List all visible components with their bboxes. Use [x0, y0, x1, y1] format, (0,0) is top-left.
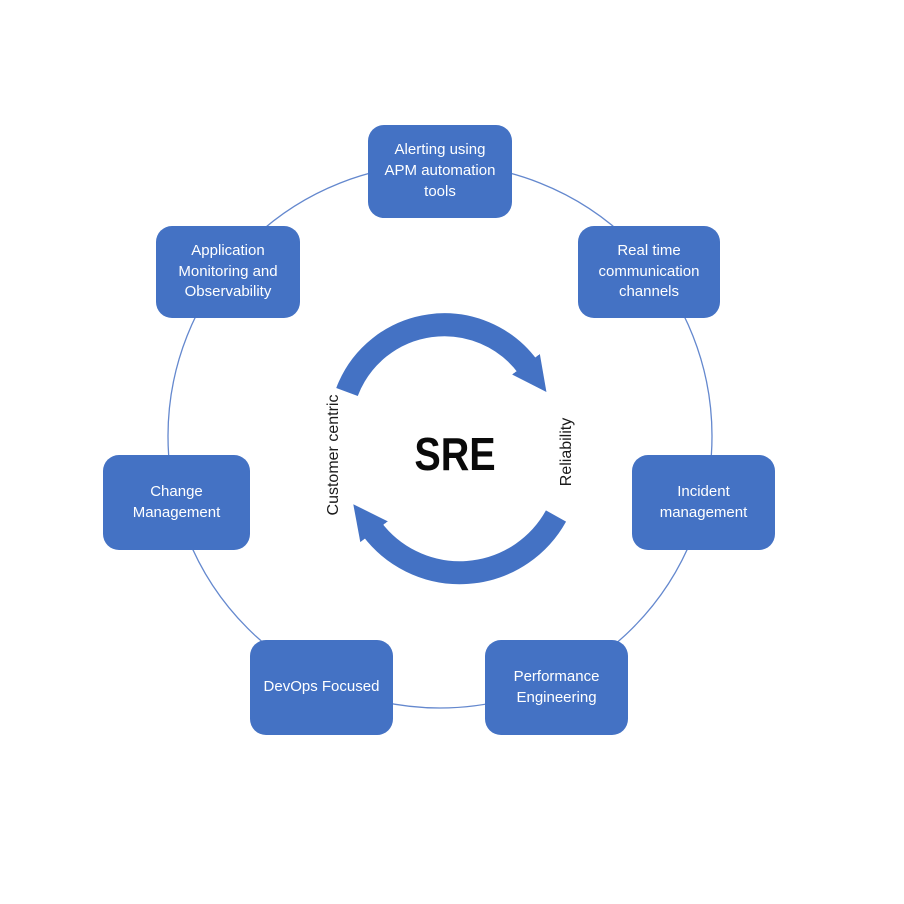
node-change-management: Change Management: [103, 455, 250, 550]
center-title-sre: SRE: [414, 428, 496, 480]
node-performance-engineering: Performance Engineering: [485, 640, 628, 735]
node-devops-focused: DevOps Focused: [250, 640, 393, 735]
cycle-arrow-bottom-icon: [353, 504, 567, 585]
node-label: DevOps Focused: [263, 678, 380, 696]
node-application-monitoring: Application Monitoring and Observability: [156, 226, 300, 318]
node-label: Application Monitoring and Observability: [178, 241, 278, 301]
node-label: Alerting using APM automation tools: [384, 141, 496, 200]
node-alerting-apm-tools: Alerting using APM automation tools: [368, 125, 512, 218]
node-incident-management: Incident management: [632, 455, 775, 550]
node-label: Performance Engineering: [513, 667, 600, 706]
node-realtime-communication: Real time communication channels: [578, 226, 720, 318]
node-label: Real time communication channels: [598, 241, 700, 301]
cycle-label-customer-centric: Customer centric: [325, 394, 342, 516]
cycle-arrow-top-icon: [336, 313, 547, 397]
node-label: Incident management: [659, 482, 748, 521]
cycle-label-reliability: Reliability: [558, 417, 575, 487]
node-label: Change Management: [132, 482, 221, 521]
